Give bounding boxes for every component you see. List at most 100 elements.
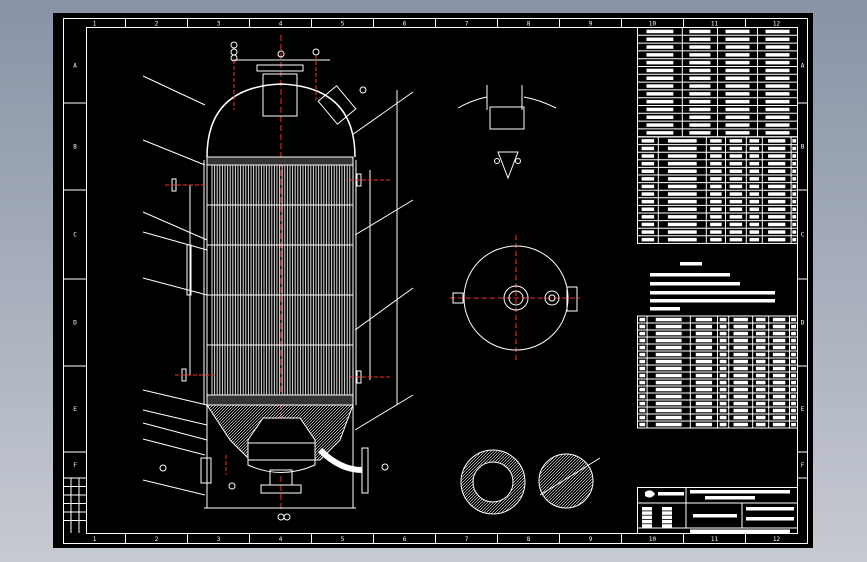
callout-bubble — [230, 48, 238, 56]
table-cell-text — [733, 373, 748, 378]
callout-bubble — [159, 464, 167, 472]
table-cell-text — [755, 401, 766, 406]
leader-line — [142, 139, 206, 166]
table-cell-text — [641, 146, 655, 151]
table-cell-text — [710, 230, 722, 234]
table-cell-text — [755, 331, 766, 336]
table-cell-text — [646, 53, 674, 57]
table-cell-text — [695, 317, 713, 322]
table-cell-text — [639, 394, 646, 399]
table-cell-text — [719, 338, 727, 343]
table-cell-text — [729, 139, 743, 143]
table-cell-text — [689, 84, 711, 88]
table-cell-text — [725, 99, 750, 104]
cad-drawing-canvas[interactable] — [53, 13, 813, 548]
table-cell-text — [772, 373, 786, 378]
table-cell-text — [792, 199, 797, 204]
weld-circle — [494, 158, 500, 164]
table-cell-text — [791, 338, 796, 343]
leader-line — [351, 91, 414, 136]
table-cell-text — [749, 222, 760, 227]
table-cell-text — [655, 317, 682, 322]
column-label-top: 8 — [527, 21, 531, 28]
table-cell-text — [725, 60, 750, 65]
table-cell-text — [772, 422, 786, 427]
table-cell-text — [719, 387, 727, 392]
table-cell-text — [765, 107, 790, 112]
table-cell-text — [768, 237, 786, 242]
table-cell-text — [755, 345, 766, 350]
callout-bubble — [312, 48, 320, 56]
table-cell-text — [725, 68, 750, 73]
table-cell-text — [729, 237, 743, 242]
table-cell-text — [729, 177, 743, 181]
table-cell-text — [765, 92, 790, 96]
table-cell-text — [765, 29, 790, 34]
table-cell-text — [791, 366, 796, 371]
table-cell-text — [765, 45, 790, 49]
table-cell-text — [733, 345, 748, 350]
technical-requirement-line — [650, 282, 740, 286]
table-cell-text — [791, 422, 796, 427]
table-cell-text — [719, 317, 727, 322]
lower-tube-sheet — [206, 394, 354, 406]
table-cell-text — [667, 169, 697, 173]
table-cell-text — [695, 345, 713, 350]
bottom-nozzle — [269, 469, 293, 486]
table-cell-text — [725, 115, 750, 119]
table-cell-text — [667, 215, 697, 219]
table-cell-text — [749, 184, 760, 189]
upper-tube-sheet — [206, 156, 354, 166]
table-cell-text — [710, 192, 722, 196]
row-label-right: A — [801, 62, 805, 69]
table-cell-text — [791, 331, 796, 336]
table-cell-text — [733, 422, 748, 427]
table-cell-text — [725, 131, 750, 135]
table-cell-text — [765, 131, 790, 135]
table-cell-text — [689, 29, 711, 34]
table-cell-text — [719, 401, 727, 406]
column-label-bottom: 12 — [773, 536, 781, 543]
table-cell-text — [646, 131, 674, 135]
table-cell-text — [755, 324, 766, 329]
tube-sheet-solid-section — [538, 453, 594, 509]
table-cell-text — [791, 345, 796, 350]
table-cell-text — [655, 408, 682, 413]
column-label-bottom: 10 — [649, 536, 657, 543]
table-cell-text — [733, 331, 748, 336]
table-cell-text — [749, 139, 760, 143]
leader-line — [354, 287, 414, 331]
table-cell-text — [641, 154, 655, 158]
table-cell-text — [791, 380, 796, 385]
table-cell-text — [667, 207, 697, 211]
table-cell-text — [695, 380, 713, 385]
table-cell-text — [791, 317, 796, 322]
table-cell-text — [667, 230, 697, 234]
table-cell-text — [768, 199, 786, 204]
leader-line — [354, 394, 414, 431]
table-cell-text — [639, 366, 646, 371]
table-cell-text — [667, 192, 697, 196]
table-cell-text — [689, 115, 711, 119]
column-label-top: 10 — [649, 21, 657, 28]
technical-requirement-line — [650, 291, 775, 295]
table-cell-text — [729, 222, 743, 227]
table-cell-text — [792, 139, 797, 143]
table-cell-text — [639, 422, 646, 427]
table-cell-text — [792, 161, 797, 166]
table-cell-text — [719, 422, 727, 427]
table-cell-text — [749, 146, 760, 151]
column-label-top: 4 — [279, 21, 283, 28]
table-cell-text — [749, 230, 760, 234]
table-cell-text — [749, 161, 760, 166]
table-cell-text — [772, 387, 786, 392]
table-cell-text — [765, 53, 790, 57]
table-cell-text — [695, 422, 713, 427]
plan-nozzle-circle — [544, 290, 560, 306]
callout-bubble — [277, 513, 285, 521]
table-cell-text — [695, 373, 713, 378]
table-cell-text — [695, 401, 713, 406]
table-cell-text — [729, 169, 743, 173]
top-nozzle — [262, 73, 298, 117]
table-cell-text — [639, 408, 646, 413]
